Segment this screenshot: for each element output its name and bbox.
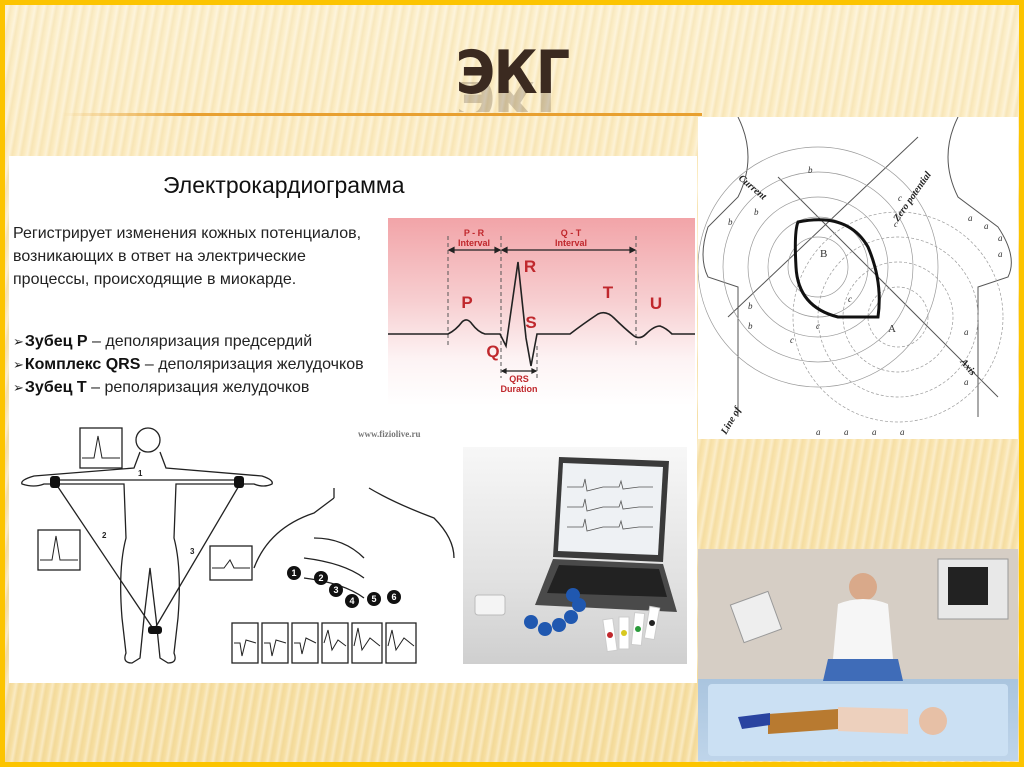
svg-text:a: a bbox=[998, 233, 1003, 243]
svg-text:Duration: Duration bbox=[501, 384, 538, 394]
svg-text:b: b bbox=[748, 301, 753, 311]
qrs-duration-label: QRS bbox=[509, 374, 529, 384]
svg-text:a: a bbox=[872, 427, 877, 437]
svg-text:a: a bbox=[968, 213, 973, 223]
qt-interval-label: Q - T bbox=[561, 228, 582, 238]
r-wave-label: R bbox=[524, 257, 536, 276]
lead-number-2: 2 bbox=[102, 531, 107, 540]
svg-text:b: b bbox=[754, 207, 759, 217]
clinic-ecg-photo bbox=[698, 549, 1018, 761]
title-divider bbox=[62, 113, 702, 116]
ecg-device-photo bbox=[463, 447, 687, 664]
svg-text:b: b bbox=[808, 165, 813, 175]
svg-text:c: c bbox=[898, 193, 902, 203]
lead-number-1: 1 bbox=[138, 469, 143, 478]
line-of-label: Line of bbox=[719, 404, 745, 438]
svg-text:c: c bbox=[894, 219, 898, 229]
pr-interval-label: P - R bbox=[464, 228, 485, 238]
cardiac-dipole-diagram: Current Zero potential Axis Line of B A … bbox=[697, 116, 1018, 439]
bullet-term: Зубец T bbox=[24, 379, 87, 396]
description-text: Регистрирует изменения кожных потенциало… bbox=[13, 225, 362, 288]
svg-text:a: a bbox=[900, 427, 905, 437]
current-label: Current bbox=[736, 173, 769, 203]
svg-text:a: a bbox=[998, 249, 1003, 259]
chest-electrode-1: 1 bbox=[291, 568, 296, 578]
p-wave-label: P bbox=[461, 293, 472, 312]
panel-heading: Электрокардиограмма bbox=[163, 172, 405, 198]
chest-electrode-4: 4 bbox=[349, 596, 354, 606]
chest-electrode-6: 6 bbox=[391, 592, 396, 602]
svg-text:b: b bbox=[748, 321, 753, 331]
bullet-text: – деполяризация желудочков bbox=[140, 356, 364, 373]
source-watermark: www.fiziolive.ru bbox=[358, 429, 421, 439]
svg-text:a: a bbox=[964, 327, 969, 337]
svg-text:a: a bbox=[844, 427, 849, 437]
svg-text:a: a bbox=[816, 427, 821, 437]
ecg-leads-illustration: 1 2 3 4 5 6 1 2 3 bbox=[14, 418, 459, 678]
arrow-bullet-icon: ➢ bbox=[13, 357, 24, 372]
bullet-term: Комплекс QRS bbox=[24, 356, 141, 373]
svg-text:c: c bbox=[848, 294, 852, 304]
bullet-text: – деполяризация предсердий bbox=[87, 333, 313, 350]
lead-number-3: 3 bbox=[190, 547, 195, 556]
t-wave-label: T bbox=[603, 283, 614, 302]
chest-electrode-5: 5 bbox=[371, 594, 376, 604]
bullet-item: ➢Зубец T – реполяризация желудочков bbox=[13, 376, 383, 399]
chest-electrode-3: 3 bbox=[333, 585, 338, 595]
svg-text:Interval: Interval bbox=[458, 238, 490, 248]
point-a-label: A bbox=[888, 323, 896, 335]
arrow-bullet-icon: ➢ bbox=[13, 380, 24, 395]
svg-text:b: b bbox=[728, 217, 733, 227]
bullet-item: ➢Комплекс QRS – деполяризация желудочков bbox=[13, 353, 383, 376]
u-wave-label: U bbox=[650, 294, 662, 313]
svg-text:a: a bbox=[984, 221, 989, 231]
slide-title: ЭКГ bbox=[455, 38, 571, 108]
chest-electrode-2: 2 bbox=[318, 573, 323, 583]
bullet-term: Зубец P bbox=[24, 333, 88, 350]
q-wave-label: Q bbox=[486, 342, 499, 361]
point-b-label: B bbox=[820, 248, 827, 260]
bullet-text: – реполяризация желудочков bbox=[86, 379, 310, 396]
svg-text:a: a bbox=[964, 377, 969, 387]
arrow-bullet-icon: ➢ bbox=[13, 334, 24, 349]
svg-text:c: c bbox=[790, 335, 794, 345]
slide-title-reflection: ЭКГ bbox=[51, 82, 973, 112]
ecg-waveform-diagram: P - R Interval Q - T Interval P Q R S T … bbox=[388, 218, 695, 406]
bullet-list: ➢Зубец P – деполяризация предсердий ➢Ком… bbox=[13, 330, 383, 399]
bullet-item: ➢Зубец P – деполяризация предсердий bbox=[13, 330, 383, 353]
svg-text:Interval: Interval bbox=[555, 238, 587, 248]
s-wave-label: S bbox=[525, 313, 536, 332]
svg-text:c: c bbox=[816, 321, 820, 331]
